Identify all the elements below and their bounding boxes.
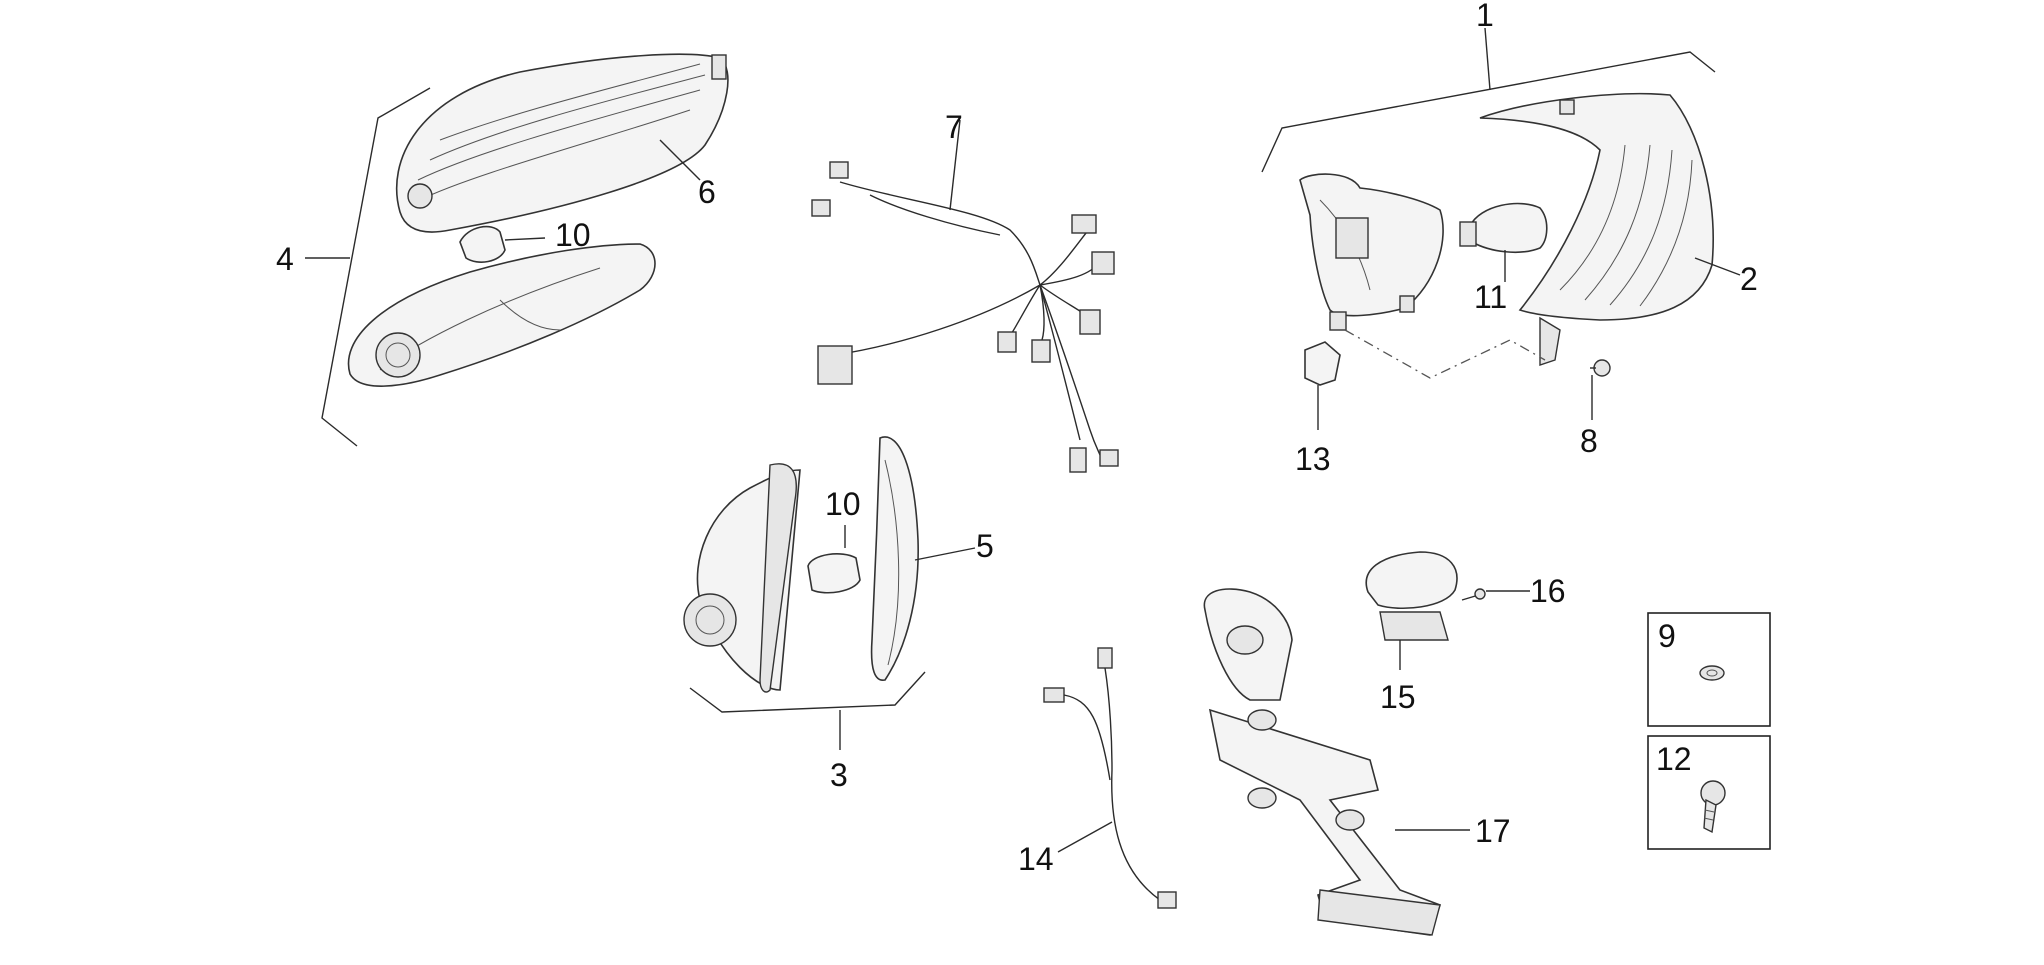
license-holder-17 <box>1203 588 1470 936</box>
indicator-lens-5 <box>870 436 976 681</box>
screw-16 <box>1461 588 1530 601</box>
indicator-lens-6 <box>395 53 729 233</box>
callout-5: 5 <box>976 528 994 564</box>
callout-10-a: 10 <box>555 217 591 253</box>
license-lamp-15 <box>1365 551 1458 670</box>
callout-13: 13 <box>1295 441 1331 477</box>
wiring-harness-7 <box>811 119 1119 473</box>
callout-9: 9 <box>1658 618 1676 654</box>
callout-14: 14 <box>1018 841 1054 877</box>
callout-11: 11 <box>1474 279 1507 315</box>
callout-1: 1 <box>1476 0 1494 33</box>
callout-10-b: 10 <box>825 486 861 522</box>
bracket-3 <box>689 671 926 750</box>
callout-8: 8 <box>1580 423 1598 459</box>
indicator-housing-4 <box>347 243 656 387</box>
dash-mount-line <box>1344 329 1546 379</box>
headlight-bulb-11 <box>1459 202 1548 282</box>
headlight-cover-2 <box>1479 92 1741 366</box>
callout-2: 2 <box>1740 261 1758 297</box>
bracket-1 <box>1261 27 1716 173</box>
callout-6: 6 <box>698 174 716 210</box>
indicator-housing-3 <box>683 463 801 693</box>
box-9 <box>1647 612 1771 727</box>
headlight-socket <box>1299 173 1444 331</box>
callout-17: 17 <box>1475 813 1511 849</box>
callout-7: 7 <box>945 109 963 145</box>
bracket-4 <box>305 87 431 447</box>
wire-14 <box>1043 647 1177 909</box>
callout-15: 15 <box>1380 679 1416 715</box>
callout-16: 16 <box>1530 573 1566 609</box>
bulb-10-b <box>807 525 861 594</box>
clip-13 <box>1304 341 1341 430</box>
bulb-10-a <box>459 225 546 263</box>
callout-12: 12 <box>1656 741 1692 777</box>
callout-4: 4 <box>276 241 294 277</box>
screw-8 <box>1590 359 1611 420</box>
box-12 <box>1647 735 1771 850</box>
callout-3: 3 <box>830 757 848 793</box>
